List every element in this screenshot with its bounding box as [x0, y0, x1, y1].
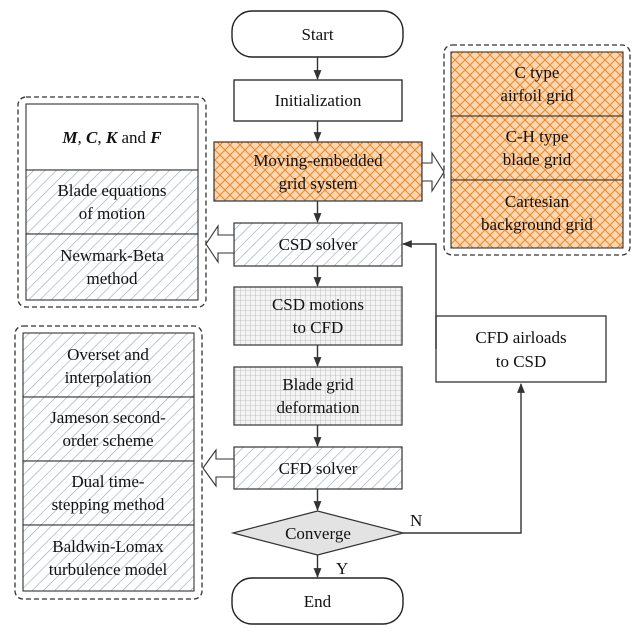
csd-solver-node: CSD solver: [233, 222, 403, 267]
csd-motions-node: CSD motions to CFD: [233, 286, 403, 346]
grid-item-1-line-2: airfoil grid: [500, 86, 574, 105]
no-label: N: [410, 511, 422, 530]
cfd-solver-node: CFD solver: [233, 446, 403, 490]
grid-item-c-type: C type airfoil grid: [450, 51, 624, 117]
grid-item-2-line-2: blade grid: [503, 150, 572, 169]
cfd-item-4-line-1: Baldwin-Lomax: [52, 537, 164, 556]
moving-grid-node: Moving-embedded grid system: [213, 141, 423, 202]
start-label: Start: [301, 25, 333, 44]
cfd-item-jameson: Jameson second- order scheme: [22, 396, 195, 462]
hollow-arrow-left-cfd: [202, 448, 235, 488]
end-node: End: [231, 577, 404, 625]
csd-item-2-line-1: Blade equations: [57, 181, 166, 200]
cfd-airloads-label-1: CFD airloads: [475, 328, 566, 347]
converge-decision: Converge: [230, 510, 404, 556]
csd-item-equations: Blade equations of motion: [25, 169, 199, 235]
initialization-node: Initialization: [233, 79, 403, 122]
grid-item-ch-type: C-H type blade grid: [450, 115, 624, 181]
start-node: Start: [231, 10, 404, 58]
cfd-item-3-line-1: Dual time-: [71, 472, 145, 491]
csd-item-3-line-2: method: [87, 269, 138, 288]
csd-group-frame: [17, 96, 207, 308]
matrices-label: M, C, K and F: [61, 128, 162, 147]
yes-label: Y: [336, 559, 348, 578]
csd-item-matrices: M, C, K and F: [25, 103, 199, 171]
cfd-item-overset: Overset and interpolation: [22, 332, 195, 398]
moving-grid-label-2: grid system: [279, 174, 358, 193]
grid-item-3-line-1: Cartesian: [505, 192, 570, 211]
cfd-item-1-line-1: Overset and: [67, 345, 149, 364]
initialization-label: Initialization: [275, 91, 362, 110]
grid-item-2-line-1: C-H type: [506, 127, 569, 146]
cfd-item-dual-time: Dual time- stepping method: [22, 460, 195, 526]
cfd-item-baldwin: Baldwin-Lomax turbulence model: [22, 524, 195, 592]
csd-motions-label-2: to CFD: [293, 318, 344, 337]
hollow-arrow-left-csd: [205, 224, 235, 264]
cfd-item-3-line-2: stepping method: [52, 495, 165, 514]
csd-item-3-line-1: Newmark-Beta: [60, 246, 164, 265]
csd-item-2-line-2: of motion: [79, 204, 146, 223]
cfd-item-2-line-2: order scheme: [62, 431, 153, 450]
cfd-group-frame: [14, 325, 203, 600]
converge-label: Converge: [285, 524, 351, 543]
blade-deform-label-2: deformation: [276, 398, 360, 417]
cfd-airloads-node: CFD airloads to CSD: [435, 315, 607, 383]
cfd-solver-label: CFD solver: [279, 459, 358, 478]
grid-item-3-line-2: background grid: [481, 215, 593, 234]
csd-solver-label: CSD solver: [279, 235, 358, 254]
grid-item-1-line-1: C type: [515, 63, 560, 82]
cfd-airloads-label-2: to CSD: [496, 352, 547, 371]
grid-item-cartesian: Cartesian background grid: [450, 179, 624, 249]
cfd-item-1-line-2: interpolation: [65, 368, 152, 387]
grid-group-frame: [443, 44, 631, 256]
moving-grid-label-1: Moving-embedded: [253, 151, 383, 170]
cfd-item-4-line-2: turbulence model: [49, 560, 168, 579]
csd-item-newmark: Newmark-Beta method: [25, 233, 199, 301]
blade-deform-node: Blade grid deformation: [233, 366, 403, 426]
end-label: End: [304, 592, 332, 611]
hollow-arrow-right: [421, 151, 445, 193]
csd-motions-label-1: CSD motions: [272, 295, 364, 314]
blade-deform-label-1: Blade grid: [282, 375, 354, 394]
cfd-item-2-line-1: Jameson second-: [50, 408, 166, 427]
